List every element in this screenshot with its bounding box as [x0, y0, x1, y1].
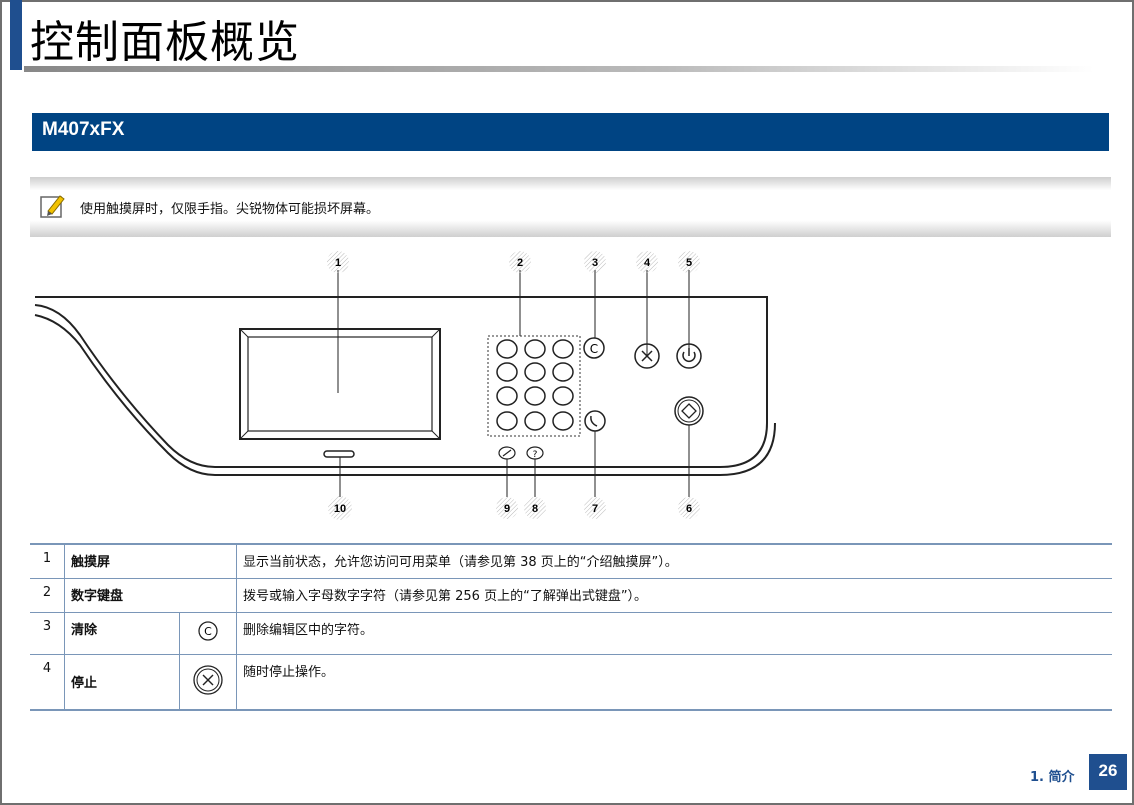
row-icon-cell	[179, 654, 237, 711]
numeric-keypad[interactable]	[496, 339, 574, 431]
row-number: 4	[30, 654, 65, 711]
callout-6: 6	[678, 497, 700, 519]
row-name: 触摸屏	[64, 543, 237, 579]
svg-text:4: 4	[644, 257, 651, 269]
status-led	[323, 450, 355, 458]
row-description: 删除编辑区中的字符。	[236, 612, 1112, 655]
svg-text:8: 8	[532, 503, 538, 515]
leader-lines	[337, 270, 690, 497]
row-name: 停止	[64, 654, 180, 711]
svg-text:5: 5	[686, 257, 692, 269]
eco-button[interactable]	[498, 446, 516, 460]
callout-9: 9	[496, 497, 518, 519]
table-row: 2 数字键盘 拨号或输入字母数字字符（请参见第 256 页上的“了解弹出式键盘”…	[30, 578, 1112, 613]
page-number: 26	[1089, 754, 1127, 790]
feature-table: 1 触摸屏 显示当前状态，允许您访问可用菜单（请参见第 38 页上的“介绍触摸屏…	[30, 543, 1112, 711]
stop-x-icon	[193, 665, 223, 695]
svg-text:2: 2	[517, 257, 523, 269]
callout-8: 8	[524, 497, 546, 519]
touch-screen[interactable]	[239, 328, 441, 440]
numeric-keypad-outline	[487, 335, 581, 437]
row-name: 清除	[64, 612, 180, 655]
callout-2: 2	[509, 251, 531, 273]
footer-chapter-link[interactable]: 1. 简介	[1030, 770, 1075, 785]
redial-button[interactable]	[584, 410, 606, 432]
callout-5: 5	[678, 251, 700, 273]
note-pencil-icon	[40, 195, 65, 218]
svg-text:C: C	[204, 625, 212, 638]
row-number: 3	[30, 612, 65, 655]
section-title: M407xFX	[42, 119, 125, 140]
svg-text:3: 3	[592, 257, 598, 269]
callout-10: 10	[328, 496, 352, 520]
clear-button[interactable]: C	[583, 337, 605, 359]
callout-4: 4	[636, 251, 658, 273]
note-box: 使用触摸屏时，仅限手指。尖锐物体可能损坏屏幕。	[30, 177, 1111, 237]
svg-text:C: C	[590, 342, 598, 356]
help-button[interactable]: ?	[526, 446, 544, 460]
title-accent-bar	[10, 0, 22, 70]
svg-text:10: 10	[334, 503, 346, 515]
callout-3: 3	[584, 251, 606, 273]
svg-text:7: 7	[592, 503, 598, 515]
control-panel-diagram: C ? 1 2 3	[34, 251, 776, 520]
section-header: M407xFX	[32, 113, 1109, 151]
table-row: 1 触摸屏 显示当前状态，允许您访问可用菜单（请参见第 38 页上的“介绍触摸屏…	[30, 543, 1112, 579]
row-icon-cell: C	[179, 612, 237, 655]
row-description: 拨号或输入字母数字字符（请参见第 256 页上的“了解弹出式键盘”）。	[236, 578, 1112, 613]
table-row: 3 清除 C 删除编辑区中的字符。	[30, 612, 1112, 655]
row-name: 数字键盘	[64, 578, 237, 613]
callout-1: 1	[327, 251, 349, 273]
row-number: 2	[30, 578, 65, 613]
clear-c-icon: C	[198, 621, 218, 641]
table-row: 4 停止 随时停止操作。	[30, 654, 1112, 711]
page-title: 控制面板概览	[30, 17, 300, 68]
callout-7: 7	[584, 497, 606, 519]
svg-text:6: 6	[686, 503, 692, 515]
row-description: 显示当前状态，允许您访问可用菜单（请参见第 38 页上的“介绍触摸屏”）。	[236, 543, 1112, 579]
svg-text:9: 9	[504, 503, 510, 515]
start-button[interactable]	[674, 396, 704, 426]
row-number: 1	[30, 543, 65, 579]
title-rule	[24, 66, 1094, 72]
svg-text:?: ?	[533, 450, 538, 460]
row-description: 随时停止操作。	[236, 654, 1112, 711]
note-text: 使用触摸屏时，仅限手指。尖锐物体可能损坏屏幕。	[80, 202, 380, 217]
panel-outline	[34, 296, 776, 476]
svg-text:1: 1	[335, 257, 341, 269]
